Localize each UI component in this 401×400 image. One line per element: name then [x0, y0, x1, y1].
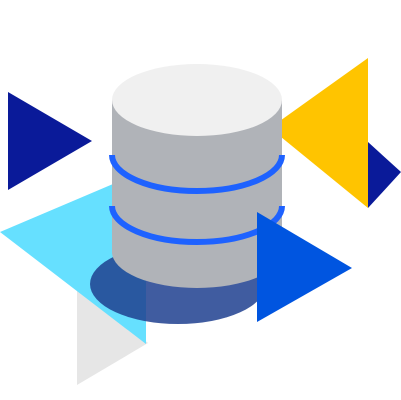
yellow-triangle-shape	[270, 58, 368, 208]
cylinder-top-shape	[112, 64, 282, 136]
navy-triangle-right-shape	[368, 142, 401, 208]
blue-triangle-shape	[257, 212, 352, 322]
database-cylinder-icon	[109, 64, 285, 288]
gray-triangle-shape	[77, 285, 148, 385]
cylinder-band-upper	[109, 154, 285, 194]
navy-triangle-left-shape	[8, 92, 92, 190]
